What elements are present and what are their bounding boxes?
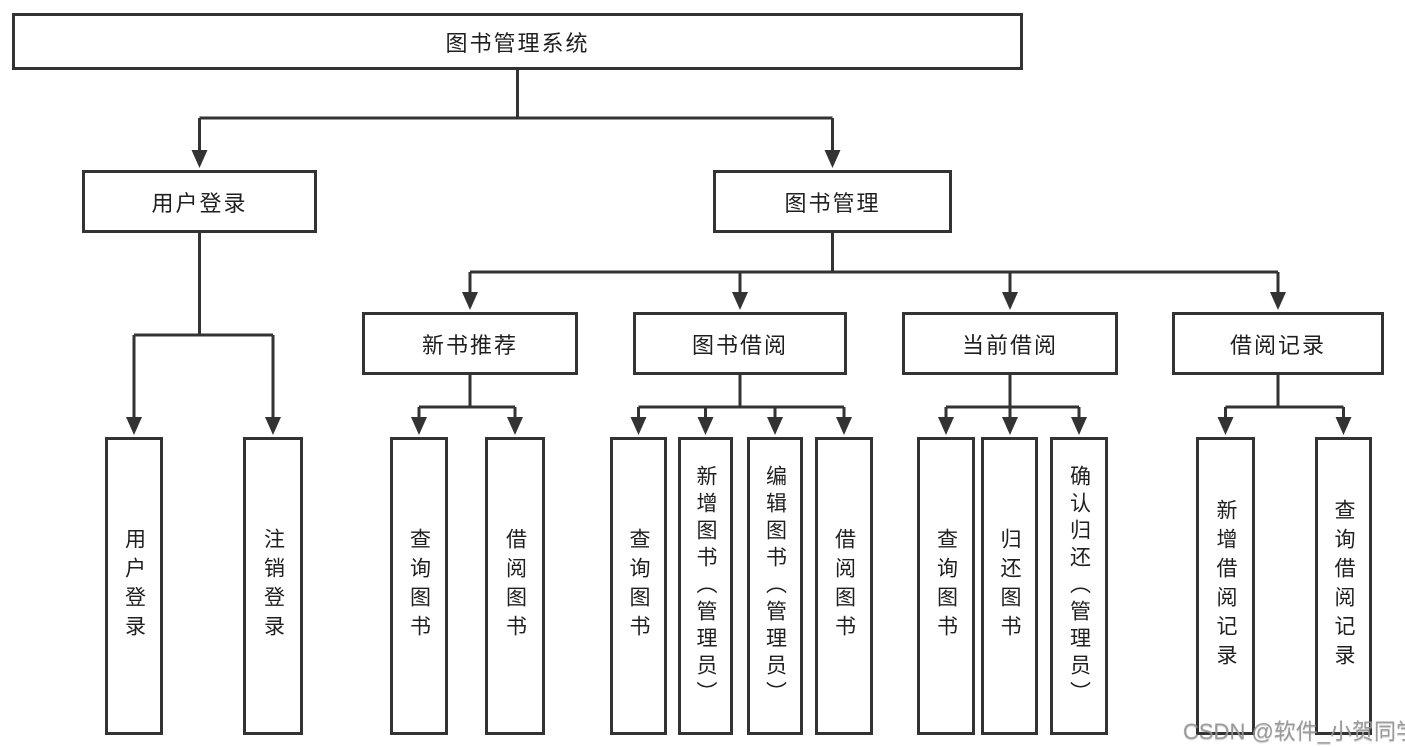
leaf-add-borrow-record-label: 新增借阅记录 — [1214, 499, 1237, 673]
node-book-borrowing: 图书借阅 — [633, 312, 847, 375]
root-label: 图书管理系统 — [445, 30, 590, 56]
leaf-add-books-admin-label: 新增图书（管理员） — [694, 464, 717, 708]
csdn-watermark: CSDN @软件_小贺同学 — [1183, 719, 1405, 744]
leaf-query-borrow-record-label: 查询借阅记录 — [1332, 499, 1355, 673]
leaf-query-books-recommend: 查询图书 — [390, 437, 448, 735]
leaf-query-books-borrowing-label: 查询图书 — [627, 528, 650, 644]
branch-book-management-label: 图书管理 — [784, 190, 881, 216]
leaf-borrow-books-recommend: 借阅图书 — [485, 437, 545, 735]
leaf-query-books-current: 查询图书 — [917, 437, 975, 735]
leaf-borrow-books-borrowing-label: 借阅图书 — [832, 528, 856, 644]
node-borrowing-records-label: 借阅记录 — [1229, 332, 1326, 358]
node-new-book-recommend: 新书推荐 — [362, 312, 578, 375]
leaf-user-login-label: 用户登录 — [122, 528, 146, 644]
branch-user-login: 用户登录 — [82, 170, 317, 233]
leaf-confirm-return-admin-label: 确认归还（管理员） — [1067, 464, 1091, 708]
leaf-add-borrow-record: 新增借阅记录 — [1196, 437, 1255, 735]
leaf-return-books: 归还图书 — [981, 437, 1038, 735]
node-borrowing-records: 借阅记录 — [1172, 312, 1384, 375]
node-current-borrowing: 当前借阅 — [902, 312, 1118, 375]
leaf-borrow-books-recommend-label: 借阅图书 — [503, 528, 527, 644]
leaf-edit-books-admin-label: 编辑图书（管理员） — [763, 464, 787, 708]
leaf-query-borrow-record: 查询借阅记录 — [1315, 437, 1372, 735]
leaf-edit-books-admin: 编辑图书（管理员） — [747, 437, 803, 735]
branch-book-management: 图书管理 — [713, 170, 952, 233]
leaf-return-books-label: 归还图书 — [998, 528, 1021, 644]
leaf-borrow-books-borrowing: 借阅图书 — [815, 437, 873, 735]
leaf-user-login: 用户登录 — [105, 437, 163, 735]
leaf-logout-login: 注销登录 — [243, 437, 303, 735]
node-book-borrowing-label: 图书借阅 — [691, 332, 788, 358]
leaf-query-books-recommend-label: 查询图书 — [407, 528, 431, 644]
root-box-library-management-system: 图书管理系统 — [12, 13, 1023, 70]
leaf-logout-login-label: 注销登录 — [261, 528, 285, 644]
node-new-book-recommend-label: 新书推荐 — [421, 332, 518, 358]
node-current-borrowing-label: 当前借阅 — [961, 332, 1058, 358]
leaf-add-books-admin: 新增图书（管理员） — [678, 437, 733, 735]
leaf-confirm-return-admin: 确认归还（管理员） — [1050, 437, 1108, 735]
branch-user-login-label: 用户登录 — [151, 190, 248, 216]
leaf-query-books-borrowing: 查询图书 — [610, 437, 667, 735]
leaf-query-books-current-label: 查询图书 — [934, 528, 958, 644]
